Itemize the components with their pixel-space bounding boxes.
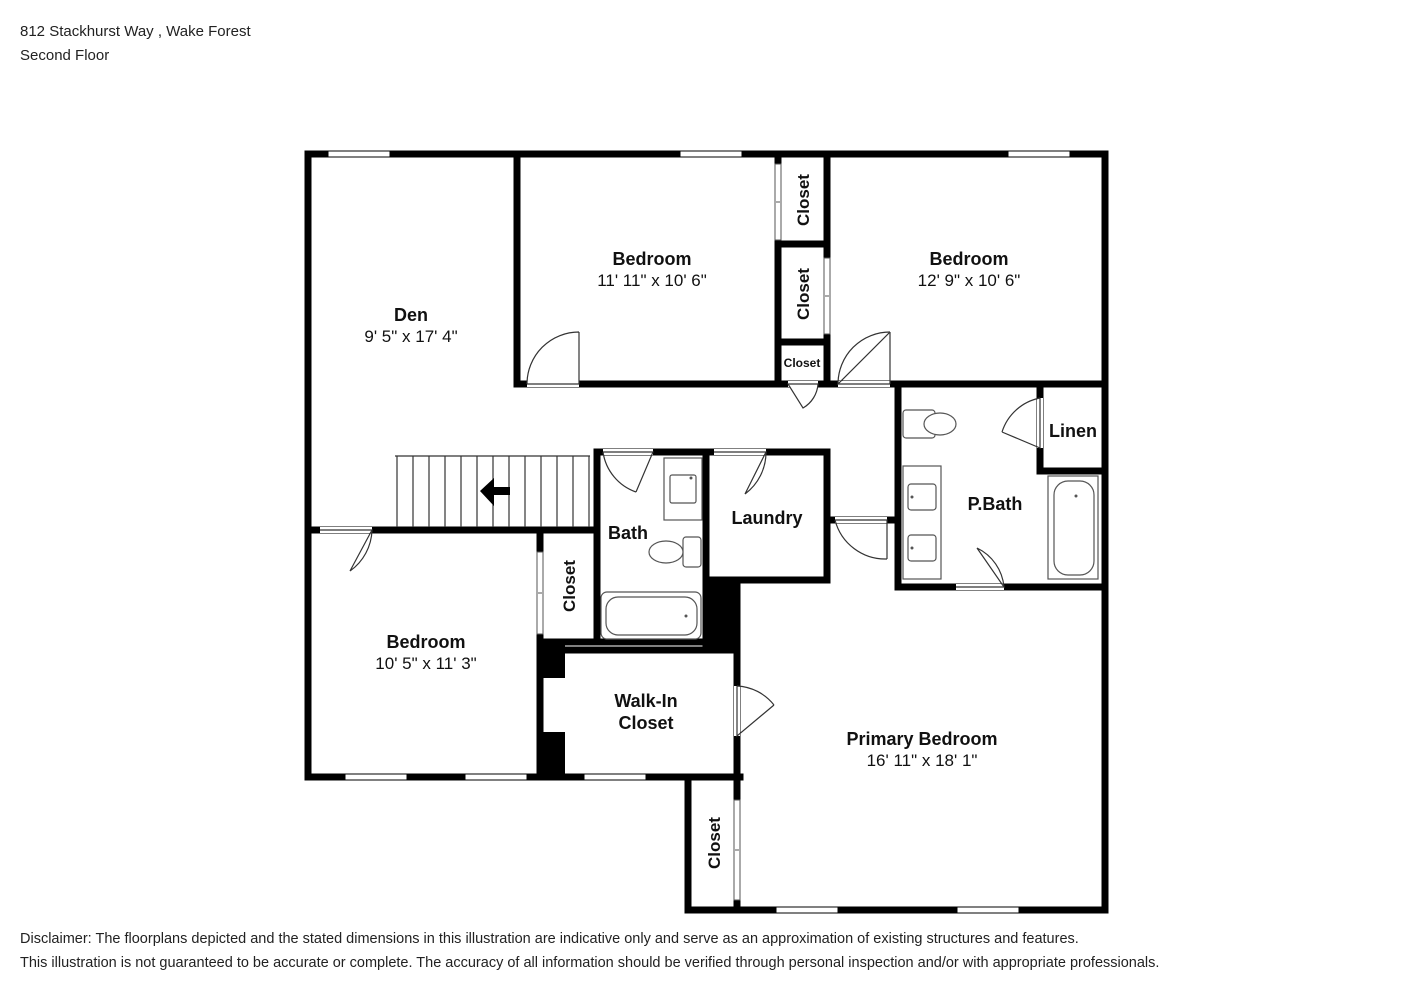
room-name-bedroom-left: Bedroom <box>386 632 465 652</box>
windows <box>327 150 1071 914</box>
sliding-doors <box>536 163 831 901</box>
room-name-walk-in-line2: Closet <box>618 713 673 733</box>
closet-label-left: Closet <box>560 560 579 612</box>
toilet-icon <box>902 409 957 439</box>
room-dims-primary-bedroom: 16' 11" x 18' 1" <box>867 751 978 770</box>
room-name-linen: Linen <box>1049 421 1097 441</box>
room-dims-bedroom-top-right: 12' 9" x 10' 6" <box>918 271 1021 290</box>
room-dims-bedroom-left: 10' 5" x 11' 3" <box>375 654 476 673</box>
room-name-bedroom-top-center: Bedroom <box>612 249 691 269</box>
room-dims-den: 9' 5" x 17' 4" <box>364 327 457 346</box>
room-name-walk-in-line1: Walk-In <box>614 691 677 711</box>
room-name-primary-bedroom: Primary Bedroom <box>846 729 997 749</box>
room-dims-bedroom-top-center: 11' 11" x 10' 6" <box>597 271 707 290</box>
doors <box>320 331 1043 738</box>
wall-fills <box>537 580 740 780</box>
closet-label-top-small: Closet <box>784 356 821 370</box>
room-name-laundry: Laundry <box>731 508 802 528</box>
room-name-p-bath: P.Bath <box>968 494 1023 514</box>
toilet-icon <box>648 536 702 568</box>
disclaimer-line-2: This illustration is not guaranteed to b… <box>20 955 1160 971</box>
room-name-bath: Bath <box>608 523 648 543</box>
vanity-icon <box>902 465 942 580</box>
floor-label: Second Floor <box>20 47 110 64</box>
closet-label-bottom: Closet <box>705 817 724 869</box>
disclaimer-line-1: Disclaimer: The floorplans depicted and … <box>20 931 1079 947</box>
stairs <box>395 455 590 527</box>
fixtures <box>600 409 1099 640</box>
stair-arrow-icon <box>480 478 510 506</box>
room-name-den: Den <box>394 305 428 325</box>
closet-label-top-middle: Closet <box>794 268 813 320</box>
address-label: 812 Stackhurst Way , Wake Forest <box>20 23 251 40</box>
room-name-bedroom-top-right: Bedroom <box>929 249 1008 269</box>
closet-label-top-upper: Closet <box>794 174 813 226</box>
